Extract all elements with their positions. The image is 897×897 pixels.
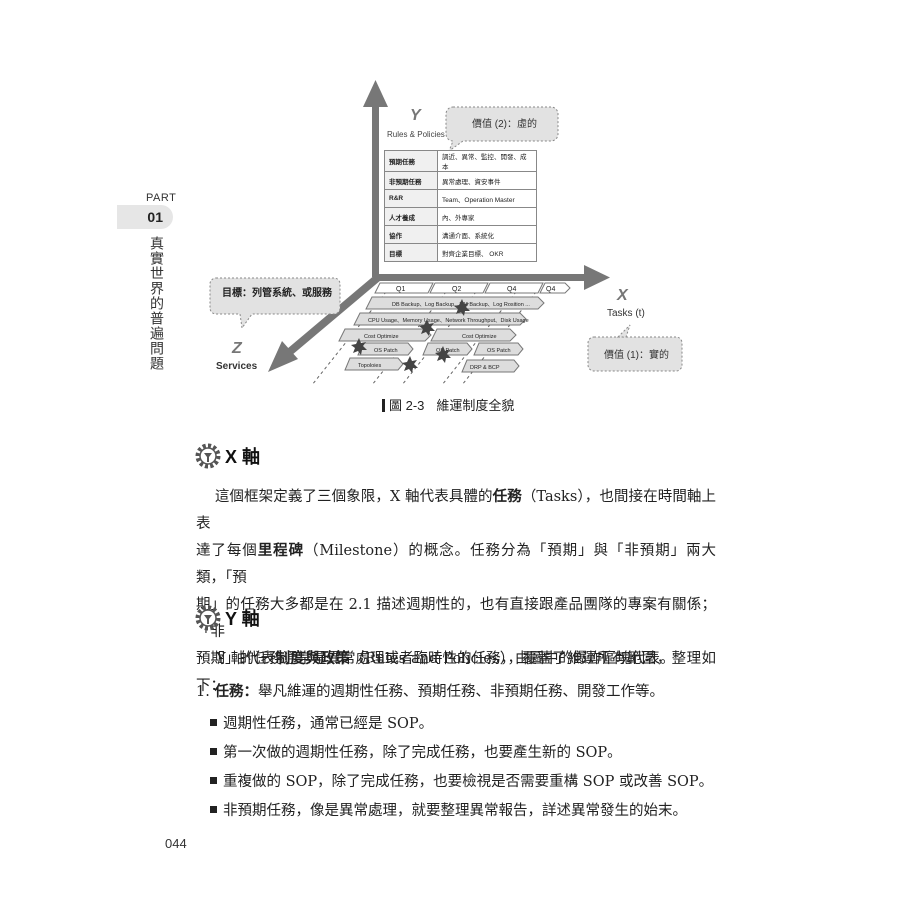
section-x-heading: X 軸 (195, 443, 260, 469)
svg-text:DRP & BCP: DRP & BCP (470, 365, 500, 371)
quarter-header: Q1 Q2 Q4 Q4 (374, 282, 571, 294)
backup-bar: DB Backup、Log Backup、VM Backup、Log Rosit… (365, 296, 545, 310)
y-axis-label: Rules & Policies (387, 130, 445, 139)
section-y-heading: Y 軸 (195, 605, 260, 631)
callout-goal: 目標：列管系統、或服務 (209, 277, 341, 330)
svg-text:Q2: Q2 (452, 286, 461, 293)
table-row: 非預期任務異常處理、資安事件 (384, 171, 537, 190)
table-row: 目標對齊企業目標、 OKR (384, 243, 537, 262)
svg-text:Topoloies: Topoloies (358, 363, 381, 369)
maintenance-framework-diagram: Y Rules & Policies X Tasks (t) Z Service… (209, 80, 683, 386)
section-x-paragraph: 這個框架定義了三個象限，X 軸代表具體的任務（Tasks），也間接在時間軸上表 … (196, 489, 717, 667)
svg-text:Cost Optimize: Cost Optimize (462, 334, 497, 340)
y-axis-arrow (363, 80, 388, 277)
burst-icon (419, 319, 435, 336)
svg-text:價值 (1)：實的: 價值 (1)：實的 (604, 348, 669, 361)
burst-icon (454, 299, 470, 316)
table-row: 預期任務調近、異常、監控、開發、成本 (384, 150, 537, 172)
section-y-intro: Y 軸代表制度與政策（Rules and Policies），覆蓋了維運所有範圍… (196, 651, 717, 694)
burst-icon (402, 356, 418, 373)
svg-text:目標：列管系統、或服務: 目標：列管系統、或服務 (222, 286, 333, 299)
part-label: PART (146, 192, 177, 204)
cost-optimize-bar-1: Cost Optimize (338, 328, 432, 342)
explosion-icons (351, 299, 470, 373)
x-axis-letter: X (616, 287, 629, 304)
os-patch-bar-1: OS Patch (357, 342, 414, 356)
svg-text:Q1: Q1 (396, 286, 405, 293)
gear-icon (195, 443, 221, 469)
os-patch-bar-3: OS Patch (473, 342, 524, 356)
gear-icon (195, 605, 221, 631)
callout-value-virtual: 價值 (2)：虛的 (445, 106, 559, 153)
burst-icon (435, 346, 451, 363)
x-axis-arrow (376, 265, 610, 290)
svg-text:CPU Usage、Memory Usage、Network: CPU Usage、Memory Usage、Network Throughpu… (368, 318, 529, 324)
cost-optimize-bar-2: Cost Optimize (430, 328, 517, 342)
chapter-title: 真實世界的普遍問題 (149, 236, 165, 371)
z-axis-label: Services (216, 361, 258, 372)
table-row: 協作溝通介面、系統化 (384, 225, 537, 244)
svg-text:OS Patch: OS Patch (374, 348, 398, 354)
drp-bcp-bar: DRP & BCP (461, 359, 520, 373)
list-item: 週期性任務，通常已經是 SOP。 (210, 714, 433, 734)
part-number: 01 (117, 205, 173, 229)
table-row: 人才養成內、外專家 (384, 207, 537, 226)
svg-text:Cost Optimize: Cost Optimize (364, 334, 399, 340)
list-item: 1. 任務：舉凡維運的週期性任務、預期任務、非預期任務、開發工作等。 (196, 684, 664, 700)
svg-text:OS Patch: OS Patch (487, 348, 511, 354)
list-item: 重複做的 SOP，除了完成任務，也要檢視是否需要重構 SOP 或改善 SOP。 (210, 772, 713, 792)
topology-bar: Topoloies (344, 357, 404, 371)
z-axis-letter: Z (231, 340, 243, 357)
svg-text:Q4: Q4 (546, 286, 555, 293)
usage-bar: CPU Usage、Memory Usage、Network Throughpu… (353, 312, 529, 326)
x-axis-label: Tasks (t) (607, 308, 645, 319)
page-number: 044 (165, 836, 187, 851)
list-item: 非預期任務，像是異常處理，就要整理異常報告，詳述異常發生的始末。 (210, 801, 687, 821)
y-axis-letter: Y (410, 107, 422, 124)
burst-icon (351, 338, 367, 355)
svg-text:價值 (2)：虛的: 價值 (2)：虛的 (472, 117, 537, 130)
callout-value-real: 價值 (1)：實的 (587, 324, 683, 372)
list-item: 第一次做的週期性任務，除了完成任務，也要產生新的 SOP。 (210, 743, 622, 763)
svg-text:Q4: Q4 (507, 286, 516, 293)
